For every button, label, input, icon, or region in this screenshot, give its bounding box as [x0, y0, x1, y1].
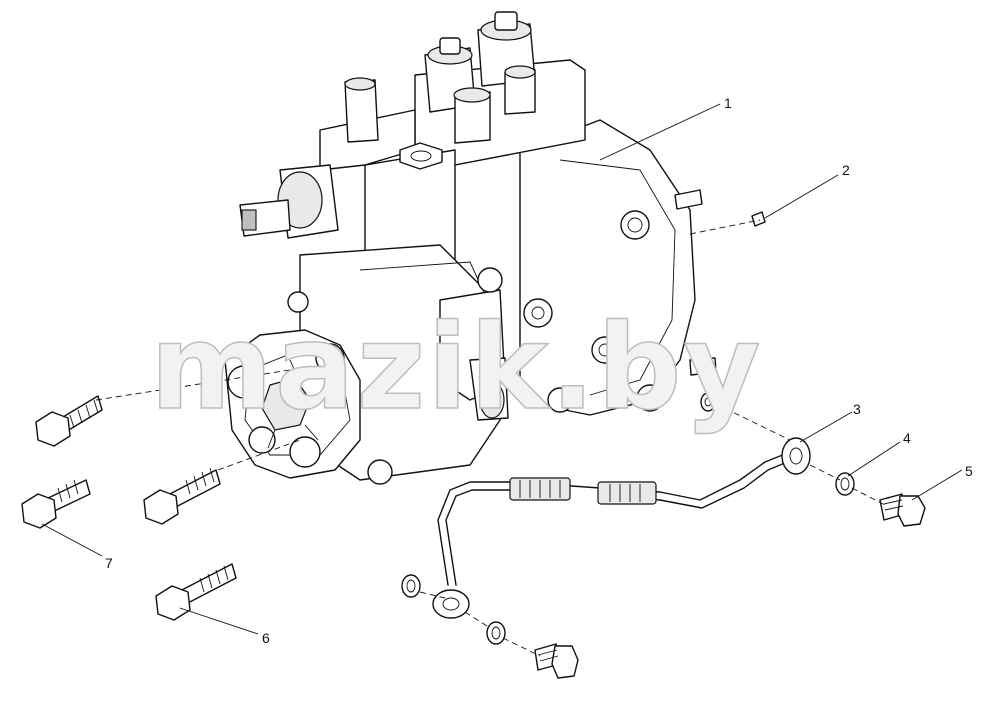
leader-6: [179, 607, 259, 635]
callout-6: 6: [262, 630, 270, 646]
banjo-bolts: [534, 493, 926, 679]
sealing-washers: [401, 392, 855, 645]
fuel-pipe-assembly: [432, 437, 811, 619]
callout-5: 5: [965, 463, 973, 479]
leader-1: [599, 103, 721, 161]
watermark: mazik.by: [150, 298, 762, 436]
leader-5: [911, 469, 963, 501]
callout-1: 1: [724, 95, 732, 111]
callout-2: 2: [842, 162, 850, 178]
leader-7: [41, 523, 103, 557]
fuel-pump-assembly: [224, 11, 717, 485]
assembly-guide-lines: [95, 219, 886, 657]
callout-3: 3: [853, 401, 861, 417]
callout-7: 7: [105, 555, 113, 571]
leader-3: [799, 411, 853, 443]
leader-4: [847, 441, 901, 477]
plug-part-2: [751, 211, 766, 227]
leader-2: [764, 174, 839, 219]
callout-4: 4: [903, 430, 911, 446]
callouts: 1 2 3 4 5 6 7: [41, 95, 973, 646]
hex-bolts: [21, 395, 237, 621]
